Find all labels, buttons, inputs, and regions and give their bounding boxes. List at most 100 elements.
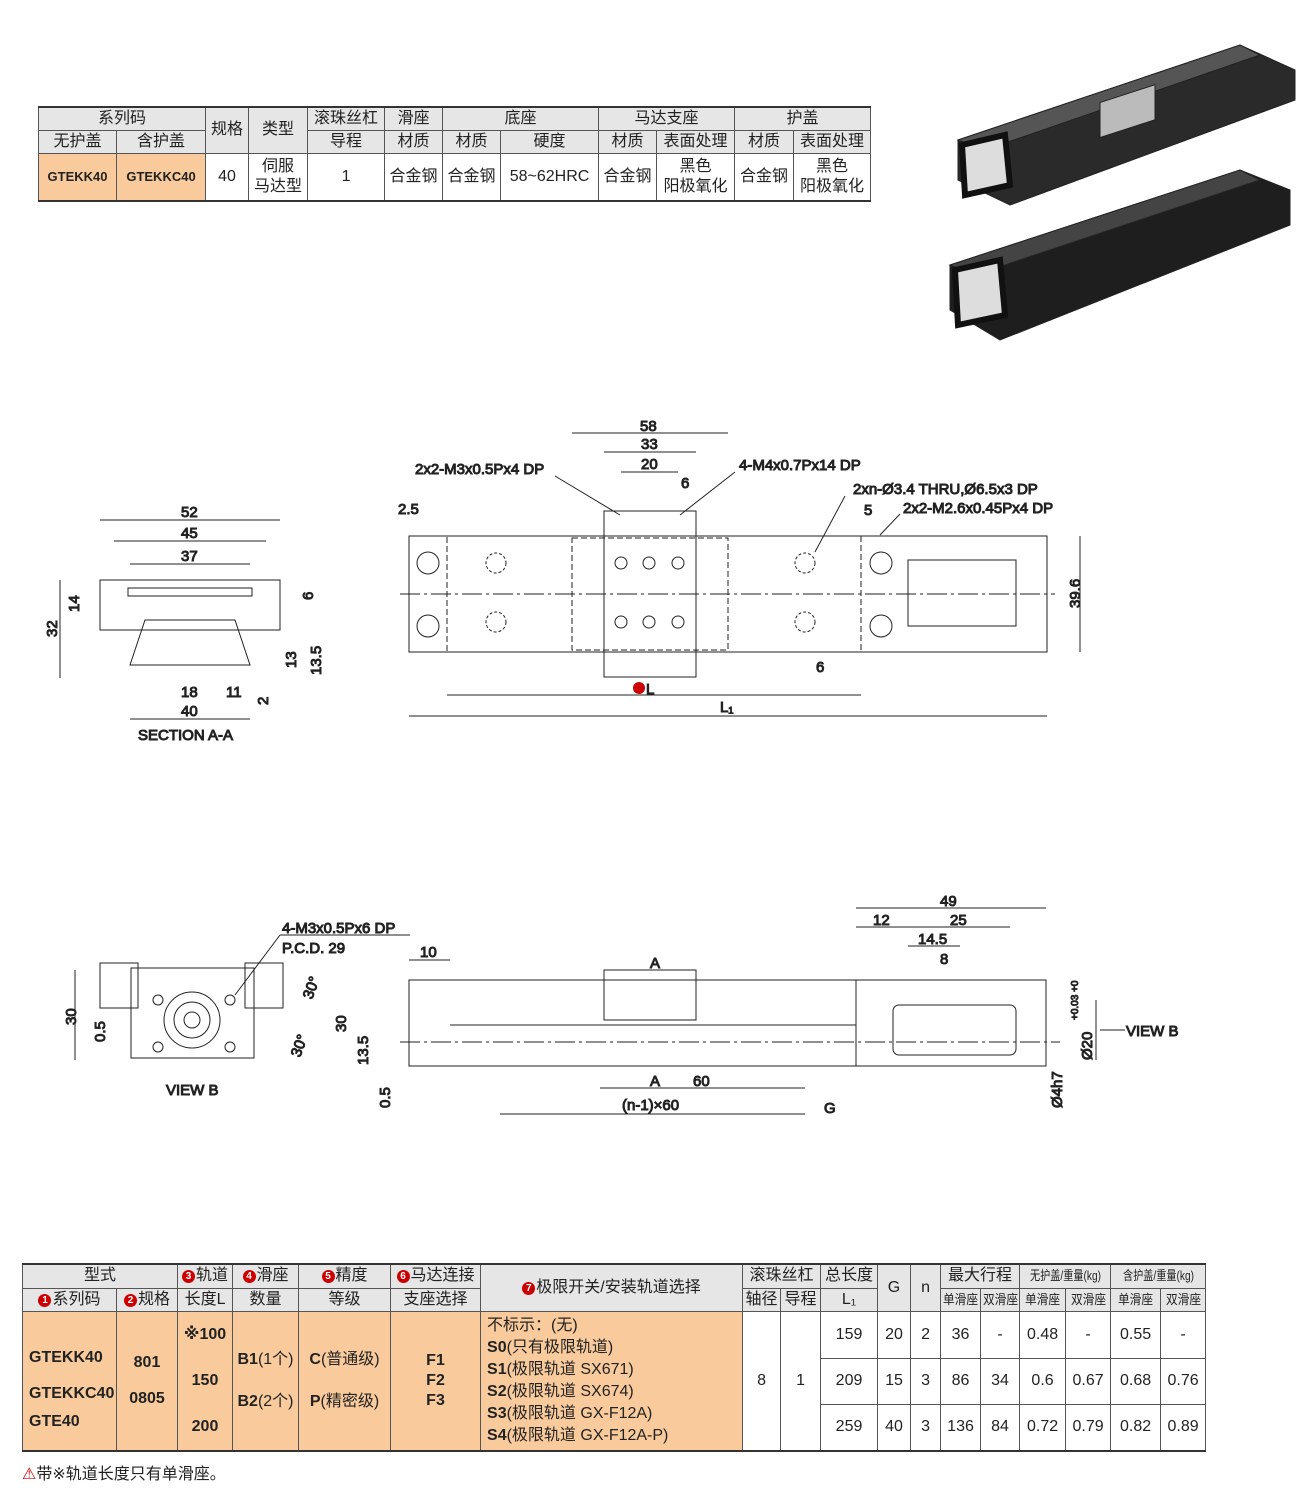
- hdr: 双滑座: [1160, 1287, 1207, 1312]
- dim: Ø20: [1079, 1032, 1096, 1060]
- num-badge: 2: [124, 1293, 137, 1307]
- hdr: 无护盖: [38, 129, 117, 154]
- series-item: GTEKK40: [29, 1348, 103, 1366]
- cell: 0.79: [1065, 1403, 1112, 1452]
- hdr: 含护盖: [115, 129, 207, 154]
- limit-item: S0(只有极限轨道): [487, 1337, 742, 1359]
- cell: 3: [910, 1357, 942, 1405]
- code: S4: [487, 1426, 507, 1444]
- size-item: 801: [133, 1353, 161, 1371]
- num-badge: 1: [38, 1293, 52, 1307]
- hdr: 总长度: [820, 1263, 879, 1289]
- hdr: 型式: [21, 1263, 179, 1289]
- desc: (极限轨道 SX671): [506, 1360, 634, 1378]
- dim: 60: [693, 1073, 710, 1090]
- num-badge: 3: [182, 1270, 195, 1284]
- code: S1: [487, 1360, 507, 1378]
- hdr: 等级: [298, 1287, 392, 1312]
- dim: 18: [181, 684, 198, 701]
- hdr-text: 双滑座: [982, 1291, 1019, 1307]
- callout: 2x2-M3x0.5Px4 DP: [415, 461, 544, 478]
- limit-item: S1(极限轨道 SX671): [487, 1359, 742, 1381]
- cell-line: 马达型: [254, 177, 303, 195]
- desc: 不标示：(无): [487, 1316, 578, 1334]
- hdr: 硬度: [500, 129, 600, 154]
- product-photo: [948, 44, 1296, 341]
- dim: G: [824, 1100, 836, 1117]
- cell: 40: [205, 152, 250, 202]
- slider-qty-item: B1(1个): [233, 1350, 298, 1370]
- desc: (2个): [257, 1392, 294, 1410]
- dim: 32: [44, 620, 61, 637]
- length-item: 150: [177, 1358, 234, 1404]
- footnote: ⚠带※轨道长度只有单滑座。: [22, 1460, 226, 1484]
- cell: 合金钢: [598, 152, 658, 202]
- dim: 6: [300, 592, 317, 600]
- code: B2: [237, 1392, 258, 1410]
- dim: 45: [181, 525, 198, 542]
- size-cell: 801 0805: [115, 1310, 179, 1452]
- cell: 0.76: [1160, 1357, 1207, 1405]
- dim: 13.5: [355, 1036, 372, 1065]
- dim: 33: [641, 436, 658, 453]
- cell: 0.55: [1110, 1310, 1162, 1359]
- cell: 15: [877, 1357, 912, 1405]
- cell: 0.72: [1019, 1403, 1067, 1452]
- hdr-text: 含护盖/重量(kg): [1122, 1268, 1194, 1284]
- cell: 209: [820, 1357, 879, 1405]
- dim: 6: [816, 659, 824, 676]
- dim: 52: [181, 504, 198, 521]
- cell: 3: [910, 1403, 942, 1452]
- hdr: 单滑座: [940, 1287, 982, 1312]
- footnote-text: 带※轨道长度只有单滑座。: [36, 1466, 226, 1483]
- hdr: 材质: [442, 129, 502, 154]
- size-item: 0805: [129, 1389, 165, 1407]
- desc: (只有极限轨道): [506, 1338, 614, 1356]
- num-badge: 4: [242, 1270, 256, 1284]
- hdr: 单滑座: [1110, 1287, 1162, 1312]
- cell: 伺服马达型: [248, 152, 309, 202]
- cell: 黑色阳极氧化: [656, 152, 736, 202]
- length-item: ※100: [177, 1310, 234, 1358]
- dim: 37: [181, 548, 198, 565]
- cell: 259: [820, 1403, 879, 1452]
- desc: (极限轨道 GX-F12A-P): [506, 1426, 669, 1444]
- cell-line: 黑色: [679, 157, 712, 175]
- dim: 40: [181, 703, 198, 720]
- callout: P.C.D. 29: [282, 940, 345, 957]
- desc: (1个): [257, 1350, 294, 1368]
- callout-number-icon: [633, 682, 645, 694]
- hdr: 导程: [780, 1287, 822, 1312]
- num-badge: 5: [321, 1270, 335, 1284]
- dim: 5: [864, 502, 872, 519]
- cell: 0.67: [1065, 1357, 1112, 1405]
- hdr-text: 极限开关/安装轨道选择: [536, 1278, 701, 1296]
- code: B1: [237, 1350, 258, 1368]
- dim: (n-1)×60: [622, 1097, 679, 1114]
- cell: 159: [820, 1310, 879, 1359]
- cell: 2: [910, 1310, 942, 1359]
- section-a-a: [59, 519, 281, 720]
- hdr-text: 马达连接: [410, 1267, 475, 1285]
- top-view: [400, 432, 1081, 717]
- hdr: 含护盖/重量(kg): [1110, 1263, 1207, 1289]
- hdr: 双滑座: [1065, 1287, 1112, 1312]
- desc: (极限轨道 GX-F12A): [506, 1404, 653, 1422]
- hdr-text: 滑座: [256, 1267, 289, 1285]
- callout: 4-M4x0.7Px14 DP: [739, 457, 861, 474]
- limit-item: S3(极限轨道 GX-F12A): [487, 1403, 742, 1425]
- hdr-text: 单滑座: [942, 1291, 979, 1307]
- cell: GTEKK40: [38, 152, 117, 202]
- hdr-text: 双滑座: [1070, 1291, 1106, 1307]
- precision-item: P(精密级): [299, 1392, 390, 1412]
- tolerance: +0.03 +0: [1070, 980, 1081, 1020]
- dim: L₁: [720, 699, 733, 716]
- dim: 30: [63, 1008, 80, 1025]
- dim: 13.5: [308, 646, 325, 675]
- dim: 30°: [300, 974, 324, 1001]
- series-item: GTE40: [29, 1412, 80, 1430]
